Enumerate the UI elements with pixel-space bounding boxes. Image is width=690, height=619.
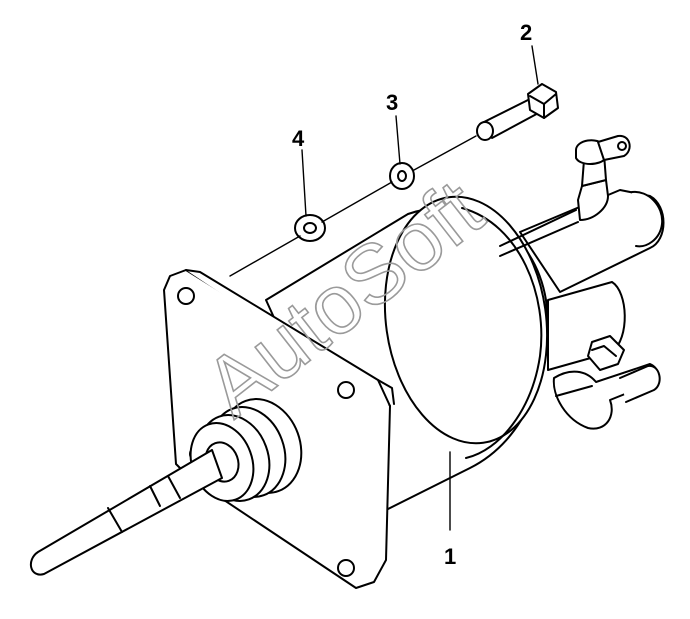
callout-1: 1	[444, 544, 456, 569]
leader-3	[395, 115, 401, 165]
bolt	[476, 83, 559, 141]
callout-3: 3	[386, 90, 398, 115]
flat-washer	[294, 214, 326, 242]
axis-line-right	[413, 135, 477, 171]
callout-2: 2	[520, 20, 532, 45]
lock-washer	[389, 162, 415, 190]
leader-4	[301, 149, 307, 217]
callout-4: 4	[292, 126, 305, 151]
axis-line-left	[229, 235, 301, 277]
axis-line-mid	[321, 181, 393, 223]
rear-cylinder-assembly	[519, 134, 665, 430]
push-rod	[29, 449, 223, 576]
leader-2	[531, 45, 539, 85]
